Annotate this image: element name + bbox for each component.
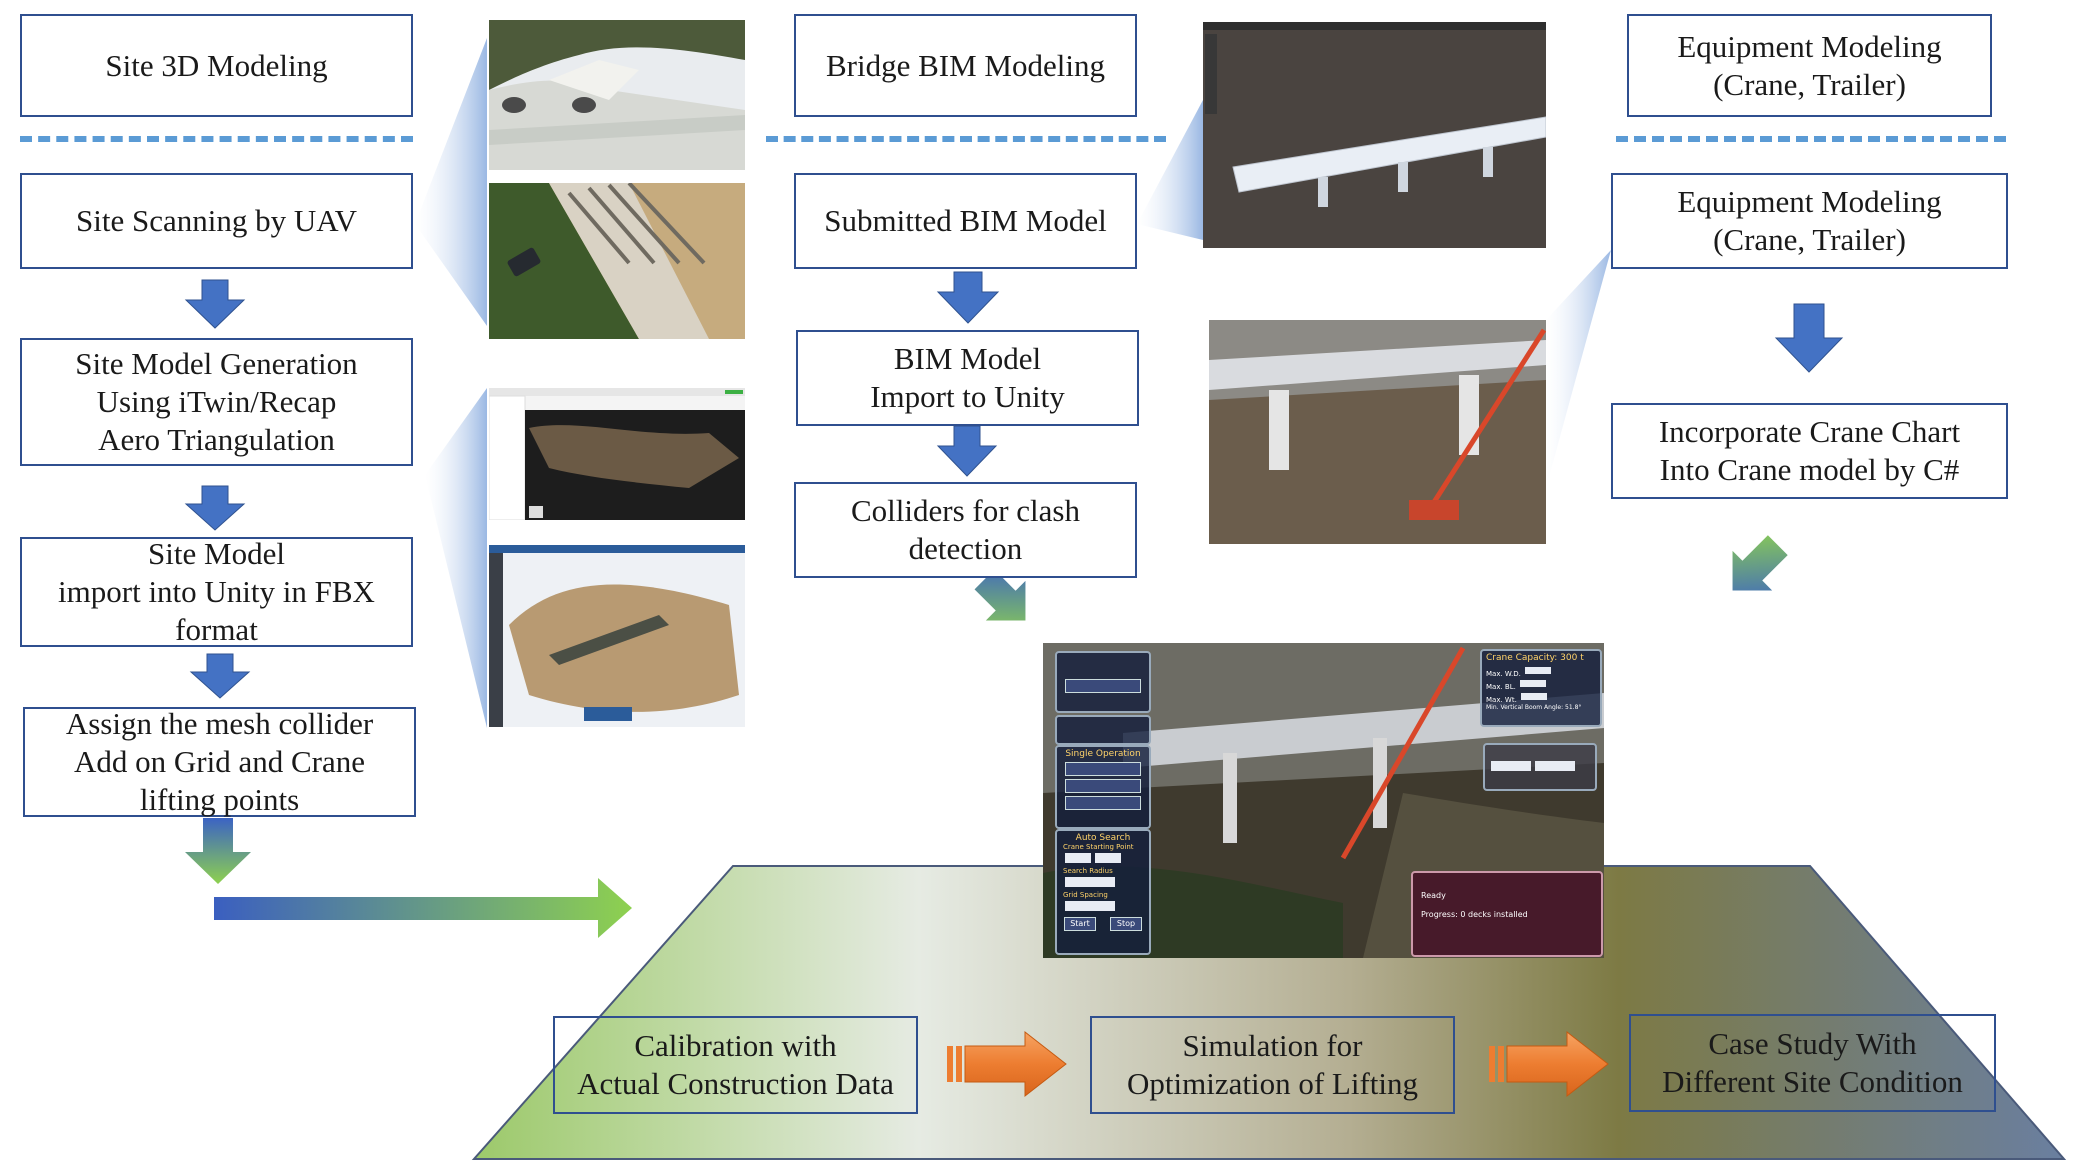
auto-search-label: Auto Search — [1075, 833, 1131, 843]
simulation-screenshot: Single Operation Auto Search Crane Start… — [1043, 643, 1604, 958]
crane-starting-point-label: Crane Starting Point — [1063, 843, 1134, 851]
bim-model-graphic — [1203, 22, 1546, 248]
max-wd-label: Max. W.D. — [1486, 670, 1521, 678]
down-arrow-2 — [184, 485, 246, 531]
callout-wedge-right — [1546, 250, 1611, 488]
uav-scan-image — [489, 183, 745, 339]
callout-wedge-left-top — [415, 38, 487, 326]
max-wd-field[interactable] — [1525, 667, 1552, 674]
recap-pro-screenshot — [489, 545, 745, 727]
search-radius-label: Search Radius — [1063, 867, 1113, 875]
max-wt-label: Max. Wt. — [1486, 696, 1517, 704]
site-model-generation-box: Site Model Generation Using iTwin/Recap … — [20, 338, 413, 466]
start-x-field[interactable] — [1065, 853, 1091, 863]
down-arrow-1 — [184, 279, 246, 329]
crane-position-panel — [1483, 743, 1597, 791]
min-boom-angle-label: Min. Vertical Boom Angle: 51.8° — [1486, 704, 1582, 711]
dashed-line-right — [1616, 136, 2006, 142]
submitted-bim-model-box: Submitted BIM Model — [794, 173, 1137, 269]
dashed-line-middle — [766, 136, 1166, 142]
status-progress: Progress: 0 decks installed — [1421, 910, 1528, 919]
case-study-box: Case Study With Different Site Condition — [1629, 1014, 1996, 1112]
dashed-line-left — [20, 136, 413, 142]
grid-spacing-field[interactable] — [1065, 901, 1115, 911]
diagonal-arrow-from-crane — [1732, 535, 1788, 591]
callout-wedge-middle — [1137, 100, 1203, 240]
down-arrow-green — [185, 818, 251, 884]
bim-import-box: BIM Model Import to Unity — [796, 330, 1139, 426]
callout-wedge-left-bottom — [425, 388, 487, 728]
itwin-recap-screenshot — [489, 388, 745, 520]
recap-pro-graphic — [489, 545, 745, 727]
op-button-3[interactable] — [1065, 796, 1141, 810]
down-arrow-6 — [1774, 303, 1844, 373]
sim-deck-panel — [1055, 715, 1151, 745]
pos-x-field[interactable] — [1491, 761, 1531, 771]
uav-scan-graphic — [489, 183, 745, 339]
status-ready: Ready — [1421, 891, 1446, 900]
status-panel: Ready Progress: 0 decks installed — [1411, 871, 1603, 957]
down-arrow-3 — [189, 653, 251, 699]
orange-arrow-2 — [1489, 1030, 1609, 1098]
simulation-optimization-box: Simulation for Optimization of Lifting — [1090, 1016, 1455, 1114]
orange-arrow-1 — [947, 1030, 1067, 1098]
bridge-bim-modeling-box: Bridge BIM Modeling — [794, 14, 1137, 117]
equipment-modeling-top-box: Equipment Modeling (Crane, Trailer) — [1627, 14, 1992, 117]
crane-site-graphic — [1209, 320, 1546, 544]
site-3d-model-image — [489, 20, 745, 170]
down-arrow-5 — [936, 425, 998, 477]
site-3d-modeling-box: Site 3D Modeling — [20, 14, 413, 117]
sim-left-panel-top — [1055, 651, 1151, 713]
colliders-box: Colliders for clash detection — [794, 482, 1137, 578]
pos-y-field[interactable] — [1535, 761, 1575, 771]
op-button-1[interactable] — [1065, 762, 1141, 776]
itwin-recap-graphic — [489, 388, 745, 520]
start-y-field[interactable] — [1095, 853, 1121, 863]
site-3d-model-graphic — [489, 20, 745, 170]
equipment-modeling-box: Equipment Modeling (Crane, Trailer) — [1611, 173, 2008, 269]
down-arrow-4 — [936, 271, 1000, 324]
bim-model-screenshot — [1203, 22, 1546, 248]
sim-auto-search-panel: Auto Search Crane Starting Point Search … — [1055, 829, 1151, 955]
diagonal-arrow-to-sim — [974, 569, 1026, 621]
grid-spacing-label: Grid Spacing — [1063, 891, 1108, 899]
max-bl-label: Max. BL. — [1486, 683, 1516, 691]
search-radius-field[interactable] — [1065, 877, 1115, 887]
crane-capacity-label: Crane Capacity: 300 t — [1486, 653, 1584, 663]
site-scanning-box: Site Scanning by UAV — [20, 173, 413, 269]
max-bl-field[interactable] — [1520, 680, 1547, 687]
calibration-box: Calibration with Actual Construction Dat… — [553, 1016, 918, 1114]
single-operation-label: Single Operation — [1065, 749, 1141, 759]
stop-button[interactable]: Stop — [1110, 917, 1142, 931]
big-right-arrow — [214, 878, 632, 938]
sim-single-operation-panel: Single Operation — [1055, 745, 1151, 829]
assign-mesh-collider-box: Assign the mesh collider Add on Grid and… — [23, 706, 416, 817]
sim-button[interactable] — [1065, 679, 1141, 693]
site-model-import-box: Site Model import into Unity in FBX form… — [20, 536, 413, 647]
max-wt-field[interactable] — [1521, 693, 1548, 700]
crane-chart-box: Incorporate Crane Chart Into Crane model… — [1611, 403, 2008, 499]
op-button-2[interactable] — [1065, 779, 1141, 793]
crane-site-photo — [1209, 320, 1546, 544]
crane-capacity-panel: Crane Capacity: 300 t Max. W.D. Max. BL.… — [1480, 649, 1602, 727]
start-button[interactable]: Start — [1064, 917, 1096, 931]
